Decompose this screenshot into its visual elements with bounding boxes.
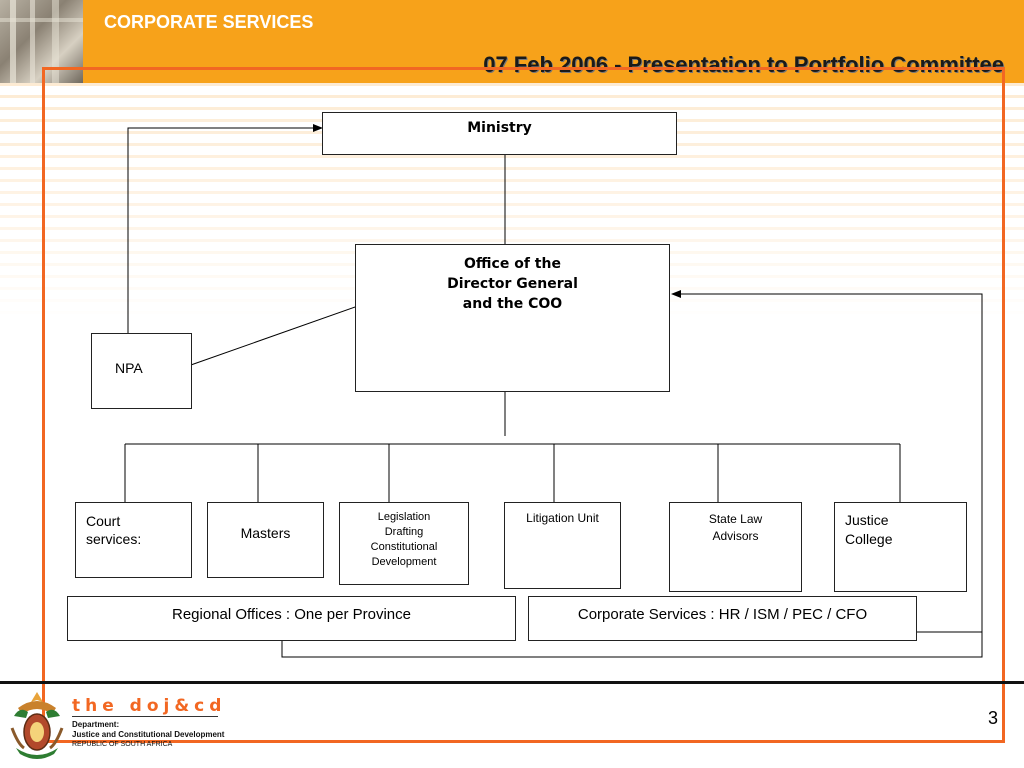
department-name: Justice and Constitutional Development [72, 730, 225, 739]
justice-college-box: Justice College [834, 502, 967, 592]
logo-rule [72, 716, 218, 717]
masters-box: Masters [207, 502, 324, 578]
legislation-line-1: Legislation [377, 511, 431, 523]
litigation-unit-label: Litigation Unit [526, 511, 599, 525]
justice-college-line-1: Justice [845, 512, 889, 528]
legislation-box: Legislation Drafting Constitutional Deve… [339, 502, 469, 585]
dg-office-box: Office of the Director General and the C… [355, 244, 670, 392]
coat-of-arms-logo [10, 692, 64, 759]
masters-label: Masters [240, 525, 291, 541]
ministry-box: Ministry [322, 112, 677, 155]
connector-corporate-dg [671, 290, 983, 633]
connector-npa-ministry [127, 124, 323, 333]
ministry-label: Ministry [467, 120, 532, 136]
npa-box: NPA [91, 333, 192, 409]
slide-frame [42, 67, 1005, 743]
regional-offices-label: Regional Offices : One per Province [171, 606, 411, 623]
legislation-line-4: Development [371, 556, 437, 568]
dg-office-line-3: and the COO [462, 296, 563, 312]
regional-offices-box: Regional Offices : One per Province [67, 596, 516, 641]
litigation-unit-box: Litigation Unit [504, 502, 621, 589]
court-services-line-2: services: [86, 531, 142, 547]
department-block: Department: Justice and Constitutional D… [72, 720, 224, 740]
legislation-line-2: Drafting [384, 526, 424, 538]
corporate-services-label: Corporate Services : HR / ISM / PEC / CF… [577, 606, 868, 623]
state-law-line-2: Advisors [712, 529, 759, 543]
footer-divider [0, 681, 1024, 684]
slide-subtitle: 07 Feb 2006 - Presentation to Portfolio … [483, 52, 1004, 77]
connector-bottom-loop [281, 632, 983, 658]
country-label: REPUBLIC OF SOUTH AFRICA [72, 741, 173, 748]
corporate-services-box: Corporate Services : HR / ISM / PEC / CF… [528, 596, 917, 641]
doj-logo-text: the doj&cd [72, 696, 227, 716]
court-services-box: Court services: [75, 502, 192, 578]
legislation-line-3: Constitutional [370, 541, 438, 553]
state-law-line-1: State Law [708, 512, 763, 526]
dg-office-line-2: Director General [447, 276, 578, 292]
header-title: CORPORATE SERVICES [104, 12, 314, 32]
dg-office-line-1: Office of the [464, 256, 561, 272]
department-label: Department: [72, 720, 120, 729]
state-law-advisors-box: State Law Advisors [669, 502, 802, 592]
court-services-line-1: Court [86, 513, 121, 529]
page-number: 3 [988, 708, 999, 728]
justice-college-line-2: College [845, 531, 893, 547]
npa-label: NPA [115, 360, 143, 376]
